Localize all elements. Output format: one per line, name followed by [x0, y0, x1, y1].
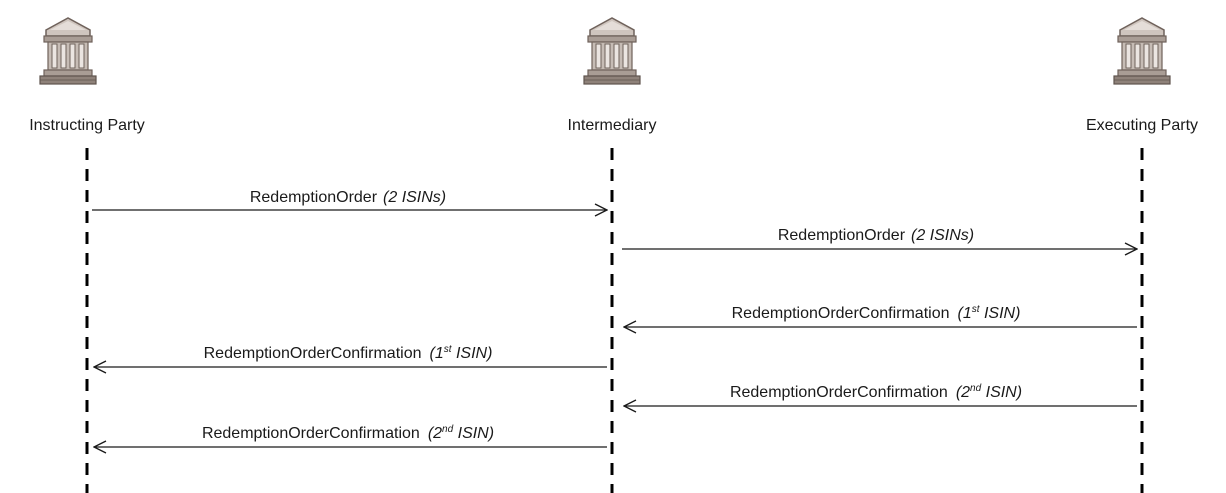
message-5: RedemptionOrderConfirmation(2nd ISIN) [624, 383, 1137, 406]
message-label: RedemptionOrderConfirmation(2nd ISIN) [730, 383, 1022, 401]
message-label: RedemptionOrderConfirmation(1st ISIN) [732, 304, 1021, 322]
message-label: RedemptionOrder(2 ISINs) [250, 189, 446, 206]
participant-intermediary: Intermediary [568, 17, 657, 493]
message-1: RedemptionOrder(2 ISINs) [92, 189, 607, 210]
participant-label: Executing Party [1086, 117, 1198, 134]
message-3: RedemptionOrderConfirmation(1st ISIN) [624, 304, 1137, 327]
message-2: RedemptionOrder(2 ISINs) [622, 227, 1137, 249]
bank-building-icon [583, 17, 641, 85]
participant-label: Intermediary [568, 117, 657, 134]
message-label: RedemptionOrderConfirmation(1st ISIN) [204, 344, 493, 362]
message-label: RedemptionOrderConfirmation(2nd ISIN) [202, 424, 494, 442]
participant-executing: Executing Party [1086, 17, 1198, 493]
participant-label: Instructing Party [29, 117, 145, 134]
message-6: RedemptionOrderConfirmation(2nd ISIN) [94, 424, 607, 447]
bank-building-icon [1113, 17, 1171, 85]
message-label: RedemptionOrder(2 ISINs) [778, 227, 974, 244]
participant-instructing: Instructing Party [29, 17, 145, 493]
bank-building-icon [39, 17, 97, 85]
message-4: RedemptionOrderConfirmation(1st ISIN) [94, 344, 607, 367]
